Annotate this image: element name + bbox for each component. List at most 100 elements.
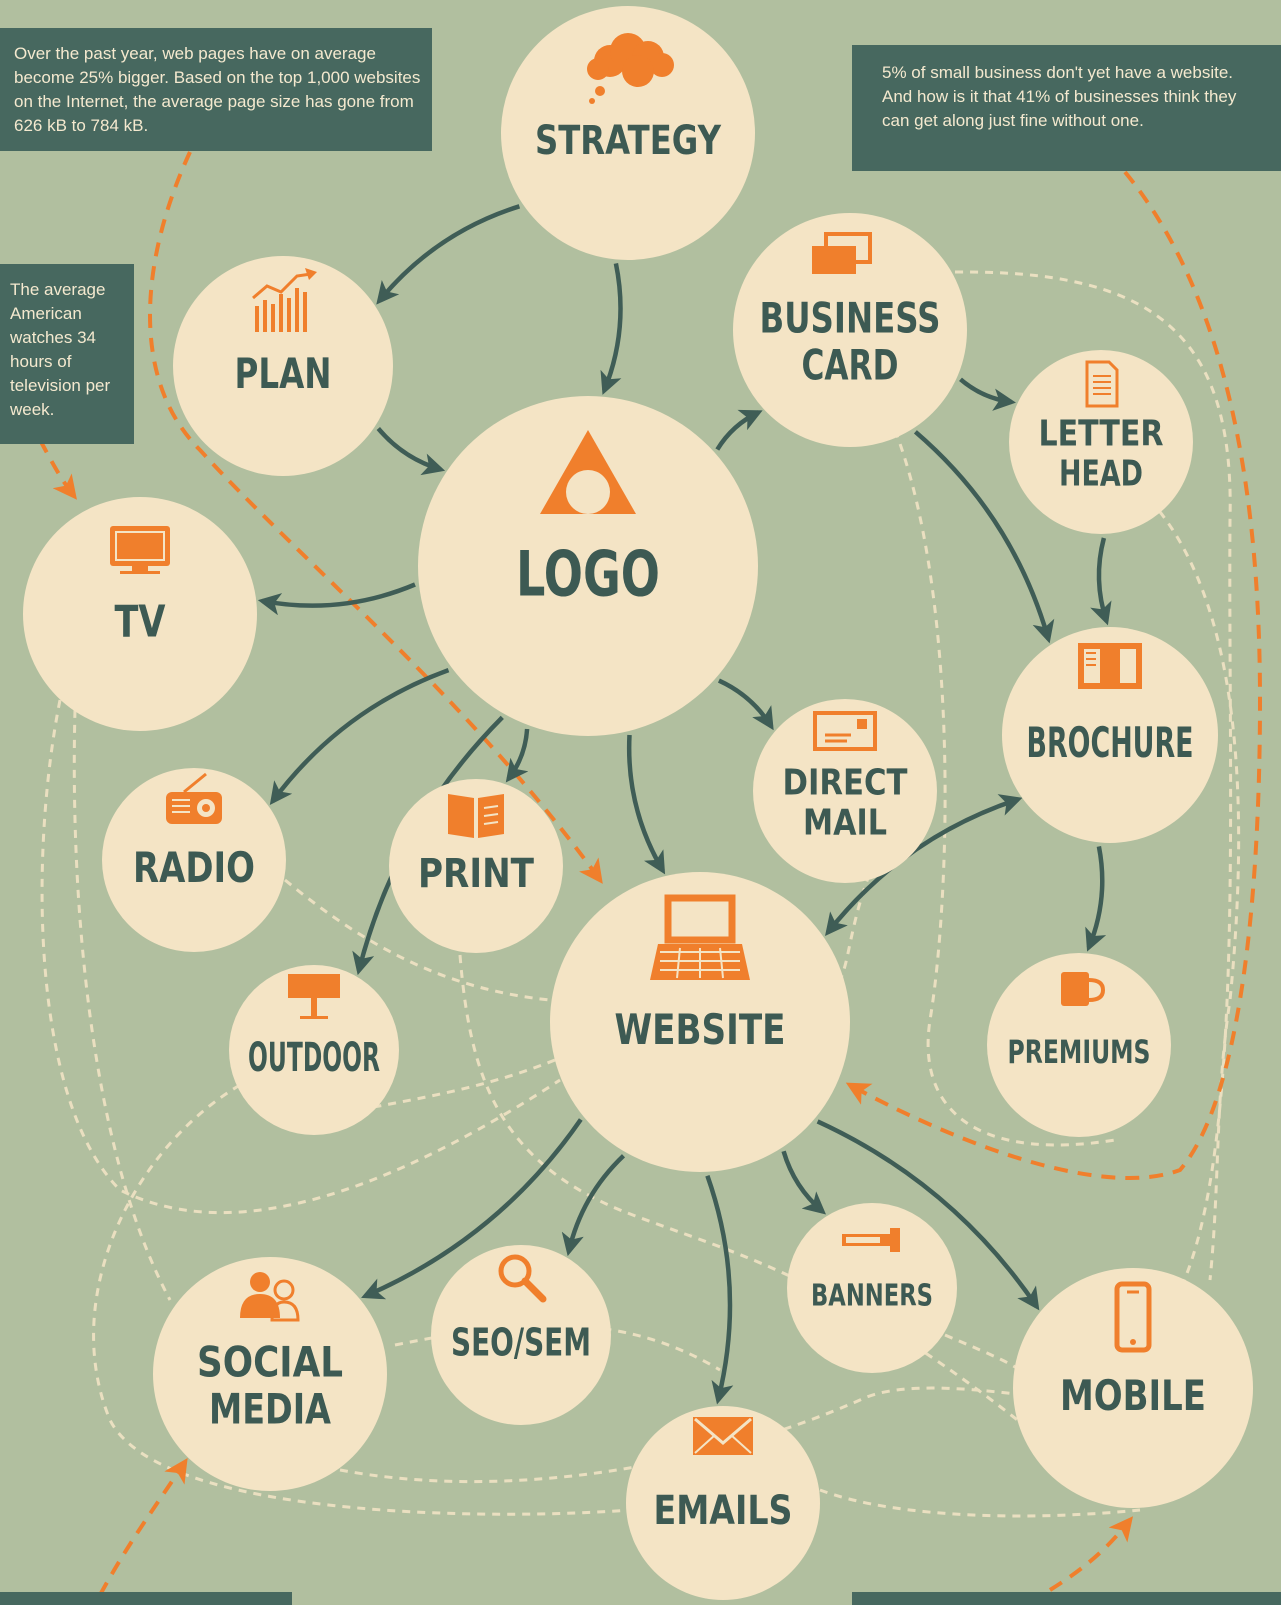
node-logo: LOGO — [418, 396, 758, 736]
mail-card-icon — [813, 711, 877, 751]
node-seo-sem: SEO/SEM — [431, 1245, 611, 1425]
billboard-icon — [288, 974, 340, 1019]
node-banners-label: BANNERS — [811, 1278, 933, 1313]
diagram-nodes: STRATEGYPLANLOGOBUSINESSCARDLETTERHEADTV… — [23, 6, 1253, 1600]
node-tv-circle — [23, 497, 257, 731]
arrow-logo-to-website — [626, 734, 666, 875]
node-tv-label: TV — [115, 597, 166, 648]
node-tv: TV — [23, 497, 257, 731]
arrow-website-to-seo-sem — [561, 1154, 626, 1257]
radio-icon — [166, 772, 222, 824]
arrow-strategy-to-plan — [376, 204, 521, 305]
node-emails-circle — [626, 1406, 820, 1600]
business-cards-icon — [812, 232, 872, 274]
arrow-brochure-to-premiums — [1085, 845, 1107, 952]
node-emails-label: EMAILS — [654, 1488, 793, 1534]
node-website-label: WEBSITE — [615, 1005, 786, 1054]
node-direct-mail-label: MAIL — [803, 803, 887, 844]
node-brochure-circle — [1002, 627, 1218, 843]
node-logo-label: LOGO — [516, 538, 660, 611]
arrow-logo-to-business-card — [715, 409, 763, 451]
note-bottom-left — [0, 1592, 292, 1605]
note-television: The average American watches 34 hours of… — [0, 264, 134, 444]
node-radio: RADIO — [102, 768, 286, 952]
node-brochure-label: BROCHURE — [1027, 718, 1194, 767]
document-icon — [1085, 360, 1119, 408]
arrow-business-card-to-letter-head — [959, 377, 1016, 411]
node-premiums: PREMIUMS — [987, 953, 1171, 1137]
cloud-icon — [587, 33, 674, 104]
node-social-media-circle — [153, 1257, 387, 1491]
arrow-website-to-social-media — [361, 1118, 583, 1300]
arrow-plan-to-logo — [376, 427, 446, 476]
node-business-card-circle — [733, 213, 967, 447]
arrow-logo-to-direct-mail — [717, 678, 774, 731]
node-brochure: BROCHURE — [1002, 627, 1218, 843]
arrow-logo-to-tv — [257, 582, 416, 616]
node-radio-label: RADIO — [133, 843, 255, 892]
node-outdoor-label: OUTDOOR — [248, 1035, 380, 1081]
growth-chart-icon — [252, 268, 317, 332]
node-mobile-circle — [1013, 1268, 1253, 1508]
note-web-pages: Over the past year, web pages have on av… — [0, 28, 432, 151]
note-small-business: 5% of small business don't yet have a we… — [852, 45, 1281, 171]
envelope-icon — [693, 1417, 753, 1455]
node-banners: BANNERS — [787, 1203, 957, 1373]
arrow-logo-to-radio — [269, 667, 450, 806]
node-print-label: PRINT — [418, 851, 535, 897]
arrow-business-card-to-brochure — [913, 430, 1055, 644]
tv-icon — [110, 526, 170, 574]
arrow-letter-head-to-brochure — [1090, 537, 1112, 626]
node-premiums-circle — [987, 953, 1171, 1137]
arrow-website-to-mobile — [816, 1119, 1040, 1311]
node-emails: EMAILS — [626, 1406, 820, 1600]
node-business-card-label: BUSINESS — [760, 294, 941, 343]
node-logo-circle — [418, 396, 758, 736]
phone-icon — [1114, 1281, 1152, 1353]
brochure-icon — [1078, 643, 1142, 689]
node-banners-circle — [787, 1203, 957, 1373]
node-radio-circle — [102, 768, 286, 952]
magnifier-icon — [498, 1254, 547, 1303]
arrow-website-to-emails — [705, 1175, 734, 1405]
open-book-icon — [448, 794, 504, 838]
node-strategy-circle — [501, 6, 755, 260]
node-strategy-label: STRATEGY — [535, 118, 722, 164]
node-plan-label: PLAN — [235, 349, 332, 398]
node-premiums-label: PREMIUMS — [1008, 1033, 1151, 1071]
banner-icon — [842, 1228, 900, 1252]
node-website: WEBSITE — [550, 872, 850, 1172]
laptop-icon — [650, 894, 750, 980]
node-direct-mail-label: DIRECT — [783, 762, 908, 803]
node-print: PRINT — [389, 779, 563, 953]
node-plan: PLAN — [173, 256, 393, 476]
node-website-circle — [550, 872, 850, 1172]
node-strategy: STRATEGY — [501, 6, 755, 260]
node-outdoor-circle — [229, 965, 399, 1135]
node-plan-circle — [173, 256, 393, 476]
arrow-website-to-banners — [781, 1150, 827, 1215]
people-icon — [240, 1272, 300, 1322]
arrow-strategy-to-logo — [600, 262, 623, 395]
node-seo-sem-label: SEO/SEM — [451, 1320, 591, 1364]
node-print-circle — [389, 779, 563, 953]
node-business-card-label: CARD — [802, 341, 899, 390]
mug-icon — [1061, 972, 1106, 1006]
node-social-media-label: SOCIAL — [197, 1338, 343, 1387]
triangle-circle-icon — [540, 430, 636, 514]
node-mobile: MOBILE — [1013, 1268, 1253, 1508]
node-direct-mail-circle — [753, 699, 937, 883]
node-letter-head-label: HEAD — [1059, 454, 1143, 495]
node-letter-head-label: LETTER — [1039, 413, 1164, 454]
node-mobile-label: MOBILE — [1060, 1371, 1206, 1420]
node-social-media-label: MEDIA — [209, 1385, 331, 1434]
node-seo-sem-circle — [431, 1245, 611, 1425]
arrow-logo-to-print — [505, 728, 530, 783]
note-bottom-right — [852, 1592, 1281, 1605]
node-letter-head-circle — [1009, 350, 1193, 534]
